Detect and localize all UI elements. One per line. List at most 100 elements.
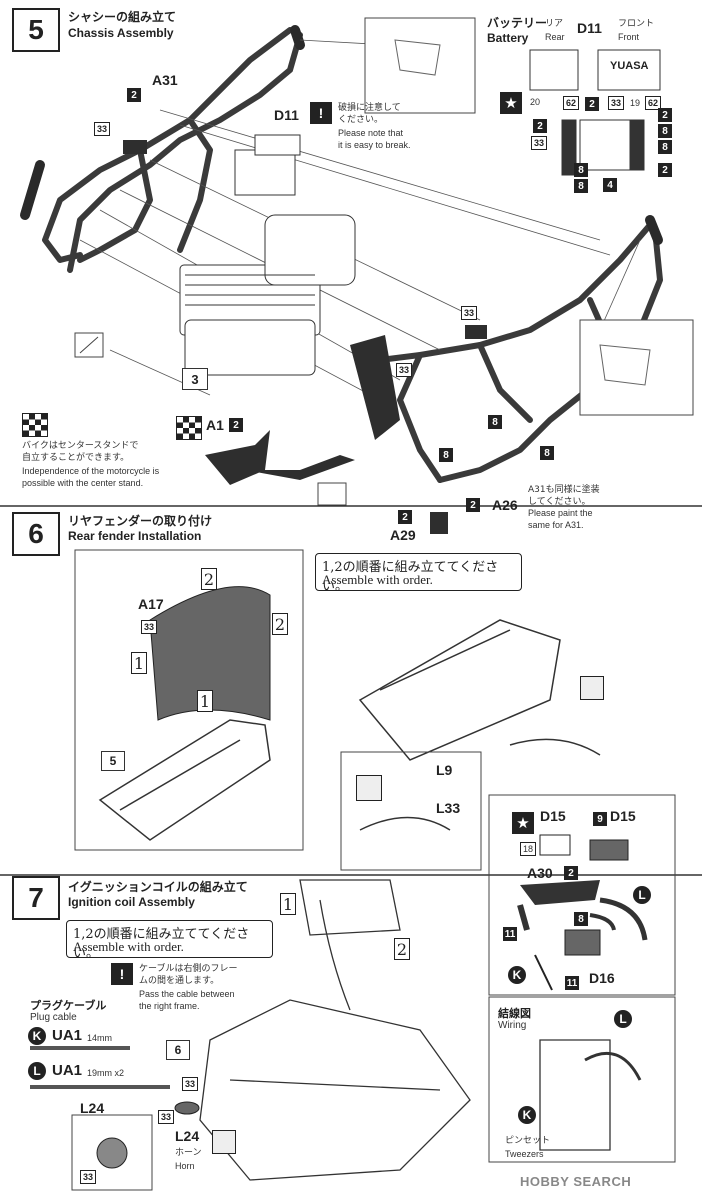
step-6-order-box: 1,2の順番に組み立ててください。 Assemble with order.: [315, 553, 522, 594]
battery-rear-en: Rear: [545, 32, 565, 42]
step-7-number: 7: [12, 876, 60, 920]
battery-badge-2d: 2: [658, 163, 672, 177]
part-l33-label: L33: [436, 800, 461, 816]
part-l24-label: L24: [175, 1128, 200, 1144]
badge-2-a26: 2: [466, 498, 480, 512]
battery-badge-8b: 8: [574, 163, 588, 177]
badge-2-a1: 2: [229, 418, 243, 432]
part-a17-label: A17: [138, 596, 164, 612]
note-a31-en: Please paint the same for A31.: [528, 508, 593, 530]
step-6-ref-5: 5: [101, 751, 125, 771]
part-d15-label: D15: [540, 808, 566, 824]
battery-front-jp: フロント: [618, 19, 655, 29]
order-marker-1-left: 1: [131, 652, 147, 674]
battery-badge-8c: 8: [574, 179, 588, 193]
horn-label-jp: ホーン: [175, 1148, 202, 1158]
part-d16-label: D16: [589, 970, 615, 986]
step-7-order-en: Assemble with order.: [73, 939, 184, 954]
wire-l-letter-wiring: L: [614, 1010, 632, 1028]
checker-icon-a1: [176, 416, 202, 440]
tweezers-en: Tweezers: [505, 1149, 544, 1159]
badge-2-a29: 2: [398, 510, 412, 524]
brush-icon-step7: [212, 1130, 236, 1154]
badge-33-center: 33: [461, 306, 477, 320]
plug-cable-en: Plug cable: [30, 1012, 77, 1023]
part-3-label: 3: [182, 368, 208, 390]
step-6-order-en: Assemble with order.: [322, 572, 433, 587]
badge-33-a17: 33: [141, 620, 157, 634]
step-6-number: 6: [12, 512, 60, 556]
step-7-ref-6: 6: [166, 1040, 190, 1060]
badge-11-a: 11: [503, 927, 517, 941]
cable-l-letter: L: [28, 1062, 46, 1080]
part-a1-label: A1: [206, 417, 224, 433]
order-marker-1-mid: 1: [197, 690, 213, 712]
footer-logo: HOBBY SEARCH: [520, 1174, 632, 1189]
battery-badge-4: 4: [603, 178, 617, 192]
battery-badge-2b: 2: [533, 119, 547, 133]
battery-rear-jp: リア: [545, 19, 564, 29]
note-break-jp: 破損に注意して ください。: [338, 103, 401, 125]
badge-8-c: 8: [540, 446, 554, 460]
order-marker-1-step7: 1: [280, 893, 296, 915]
badge-8-a: 8: [488, 415, 502, 429]
battery-badge-2a: 2: [585, 97, 599, 111]
part-a29-label: A29: [390, 527, 416, 543]
caution-icon-cable: !: [111, 963, 133, 985]
part-a31-label: A31: [152, 72, 178, 88]
brush-icon-step6-a: [580, 676, 604, 700]
cable-k-length: 14mm: [87, 1033, 113, 1043]
star-icon-d15: ★: [512, 812, 534, 834]
note-stand-en: Independence of the motorcycle is possib…: [22, 466, 160, 488]
wire-l-letter-inset: L: [633, 886, 651, 904]
battery-num-33: 33: [608, 96, 624, 110]
note-break-en: Please note that it is easy to break.: [338, 128, 411, 150]
star-icon-battery: ★: [500, 92, 522, 114]
battery-badge-8d: 8: [658, 140, 672, 154]
note-a31-jp: A31も同様に塗装 してください。: [528, 485, 600, 507]
battery-brand: YUASA: [610, 60, 649, 72]
badge-33-l24-box: 33: [80, 1170, 96, 1184]
cable-k-letter: K: [28, 1027, 46, 1045]
badge-33-mount: 33: [396, 363, 412, 377]
step-6-title-en: Rear fender Installation: [68, 529, 202, 543]
cable-note-jp: ケーブルは右側のフレー ムの間を通します。: [139, 964, 238, 986]
step-7-order-box: 1,2の順番に組み立ててください。 Assemble with order.: [66, 920, 273, 961]
order-marker-2-top: 2: [201, 568, 217, 590]
badge-2-a30: 2: [564, 866, 578, 880]
badge-33-horn-a: 33: [182, 1077, 198, 1091]
battery-num-20: 20: [530, 97, 541, 107]
step-6-title-jp: リヤフェンダーの取り付け: [68, 514, 213, 528]
cable-k-part: UA1: [52, 1027, 83, 1044]
badge-18: 18: [520, 842, 537, 856]
order-marker-2-right: 2: [272, 613, 288, 635]
badge-9-d15: 9: [593, 812, 607, 826]
part-d11-label: D11: [274, 107, 299, 123]
badge-33-frame: 33: [94, 122, 110, 136]
cable-l-part: UA1: [52, 1062, 83, 1079]
battery-front-en: Front: [618, 32, 640, 42]
battery-badge-33: 33: [531, 136, 547, 150]
order-marker-2-step7: 2: [394, 938, 410, 960]
horn-label-en: Horn: [175, 1161, 195, 1171]
battery-num-19: 19: [630, 98, 641, 108]
battery-title-en: Battery: [487, 31, 529, 45]
step-5-number: 5: [12, 8, 60, 52]
note-stand-jp: バイクはセンタースタンドで 自立することができます。: [22, 441, 139, 463]
part-d15b-label: D15: [610, 808, 636, 824]
battery-badge-8a: 8: [658, 124, 672, 138]
badge-33-horn-b: 33: [158, 1110, 174, 1124]
wire-k-letter-wiring: K: [518, 1106, 536, 1124]
battery-badge-2c: 2: [658, 108, 672, 122]
wire-k-letter-inset: K: [508, 966, 526, 984]
battery-num-62b: 62: [645, 96, 661, 110]
badge-11-b: 11: [565, 976, 579, 990]
step-7-title-en: Ignition coil Assembly: [68, 895, 195, 909]
badge-8-d16: 8: [574, 912, 588, 926]
caution-icon: !: [310, 102, 332, 124]
tweezers-jp: ピンセット: [505, 1136, 551, 1146]
badge-8-b: 8: [439, 448, 453, 462]
battery-num-62a: 62: [563, 96, 579, 110]
part-l24-box-label: L24: [80, 1100, 105, 1116]
